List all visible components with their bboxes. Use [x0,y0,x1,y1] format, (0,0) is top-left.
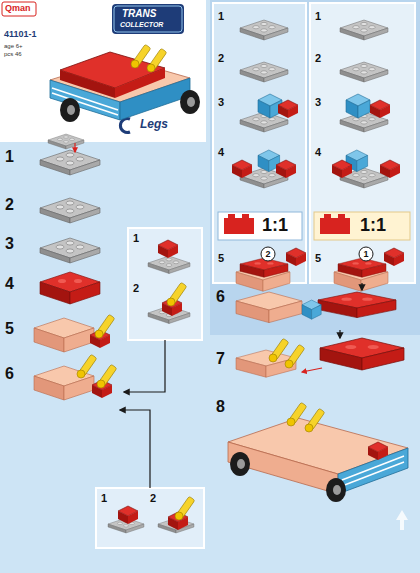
step-number: 5 [5,320,14,338]
step-number: 6 [216,288,225,306]
substep-number: 2 [315,52,321,64]
step-number: 2 [5,196,14,214]
step-number: 1 [5,148,14,166]
substep-number: 2 [218,52,224,64]
substep-number: 1 [101,492,107,504]
series-logo: TRANS [122,8,156,19]
series-logo: COLLECTOR [120,21,163,29]
step-number: 8 [216,398,225,416]
substep-number: 5 [315,252,321,264]
step-number: 3 [5,235,14,253]
set-number: 41101-1 [4,30,37,40]
step-number: 4 [5,275,14,293]
substep-number: 1 [315,10,321,22]
substep-number: 3 [315,96,321,108]
substep-number: 2 [133,282,139,294]
step-number: 6 [5,365,14,383]
substep-number: 4 [218,146,224,158]
piece-count: pcs 46 [4,51,22,58]
substep-number: 2 [150,492,156,504]
substep-number: 1 [218,10,224,22]
callout-number: 2 [261,247,275,261]
substep-number: 5 [218,252,224,264]
substep-number: 3 [218,96,224,108]
scale-ratio: 1:1 [262,216,288,236]
callout-number: 1 [359,247,373,261]
substep-number: 4 [315,146,321,158]
age-info: age 6+ [4,43,23,50]
scale-ratio: 1:1 [360,216,386,236]
step-number: 7 [216,350,225,368]
brand-logo: Qman [5,4,31,14]
set-name: Legs [140,118,168,131]
substep-number: 1 [133,232,139,244]
